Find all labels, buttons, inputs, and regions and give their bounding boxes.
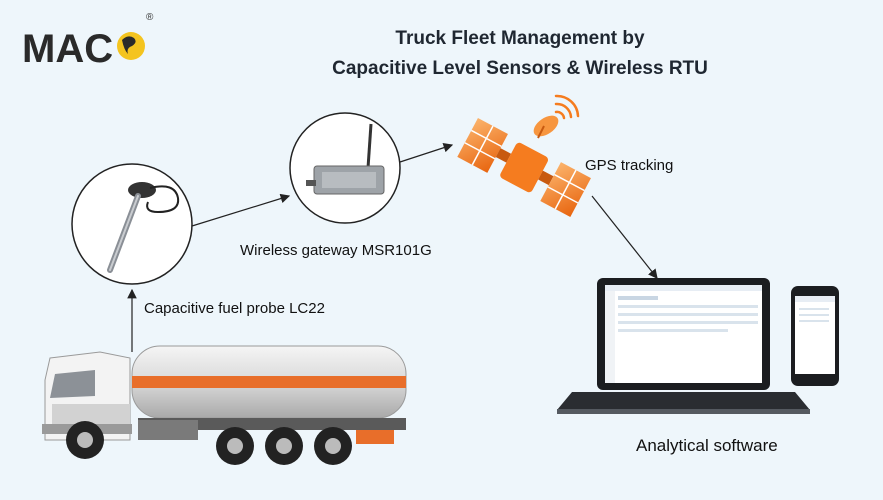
software-label: Analytical software bbox=[636, 436, 778, 455]
diagram-title-line1: Truck Fleet Management by bbox=[395, 28, 645, 49]
arrow-satellite-to-laptop bbox=[591, 195, 658, 279]
company-logo: MAC ® bbox=[22, 12, 154, 71]
logo-wordmark: MAC bbox=[22, 27, 113, 71]
satellite-icon bbox=[457, 115, 591, 217]
gps-label: GPS tracking bbox=[585, 157, 674, 174]
gateway-device-icon bbox=[289, 112, 401, 224]
gateway-label: Wireless gateway MSR101G bbox=[240, 242, 432, 259]
arrow-gateway-to-satellite bbox=[399, 143, 454, 163]
tanker-truck-icon bbox=[42, 345, 407, 465]
arrow-probe-to-gateway bbox=[191, 193, 291, 227]
registered-mark: ® bbox=[146, 12, 154, 23]
diagram-title-line2: Capacitive Level Sensors & Wireless RTU bbox=[332, 58, 708, 79]
connector-arrows bbox=[127, 143, 658, 352]
logo-globe-continents bbox=[122, 36, 136, 54]
smartphone-icon bbox=[791, 286, 839, 386]
fuel-probe-icon bbox=[71, 163, 193, 285]
probe-label: Capacitive fuel probe LC22 bbox=[144, 300, 325, 317]
signal-waves-icon bbox=[554, 94, 580, 120]
laptop-icon bbox=[557, 278, 810, 414]
